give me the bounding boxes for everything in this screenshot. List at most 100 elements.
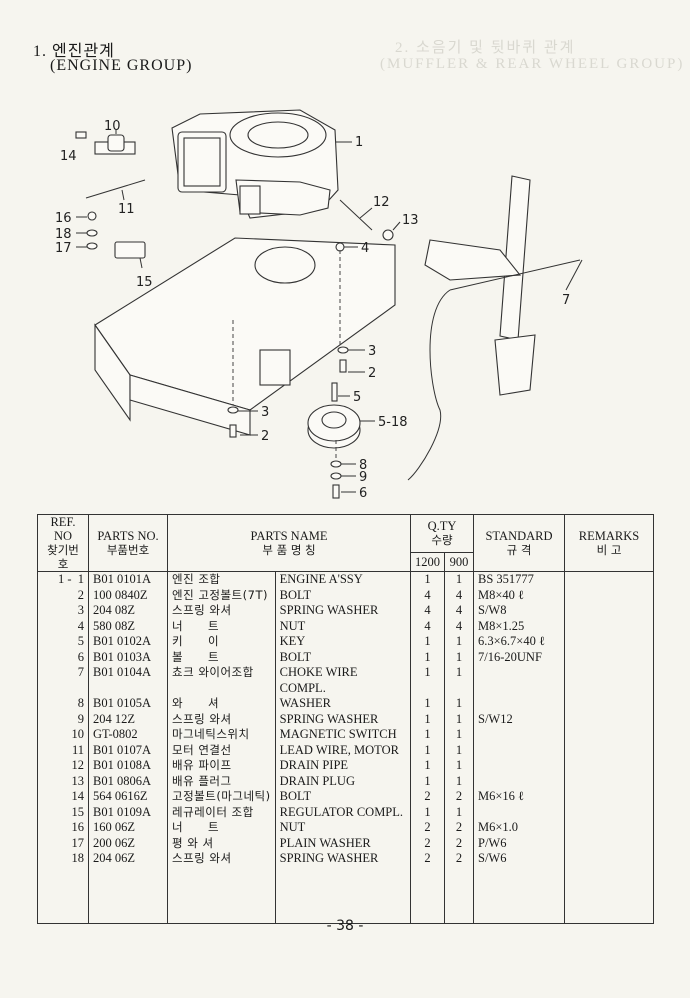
cell-qty-1200: 1 — [410, 742, 445, 758]
cell-remarks — [564, 758, 654, 774]
empty-cell — [274, 866, 412, 924]
table-empty-space — [37, 866, 654, 924]
cell-name-en: CHOKE WIRE COMPL. — [274, 665, 412, 696]
svg-text:18: 18 — [55, 227, 72, 242]
cell-name-kr: 키 이 — [167, 634, 276, 650]
cell-part-no: 160 06Z — [88, 820, 168, 836]
cell-ref: 5 — [37, 634, 89, 650]
cell-ref: 14 — [37, 789, 89, 805]
cell-qty-1200: 1 — [410, 711, 445, 727]
bleed-through-text: 2. 소음기 및 뒷바퀴 관계 — [395, 40, 576, 56]
cell-name-en: DRAIN PIPE — [274, 758, 412, 774]
frame-plate — [94, 237, 396, 436]
cell-ref: 12 — [37, 758, 89, 774]
cell-name-kr: 모터 연결선 — [167, 742, 276, 758]
svg-text:1: 1 — [355, 135, 363, 150]
cell-qty-900: 1 — [444, 711, 474, 727]
svg-text:16: 16 — [55, 211, 72, 226]
cell-name-kr: 너 트 — [167, 618, 276, 634]
cell-part-no: 204 06Z — [88, 851, 168, 867]
cell-standard: S/W6 — [473, 851, 565, 867]
cell-part-no: B01 0105A — [88, 696, 168, 712]
cell-standard — [473, 804, 565, 820]
cell-name-kr: 평 와 셔 — [167, 835, 276, 851]
cell-qty-1200: 1 — [410, 773, 445, 789]
cell-name-en: MAGNETIC SWITCH — [274, 727, 412, 743]
svg-text:3: 3 — [261, 405, 269, 420]
svg-text:2: 2 — [368, 366, 376, 381]
cell-qty-900: 1 — [444, 758, 474, 774]
cell-name-kr: 고정볼트(마그네틱) — [167, 789, 276, 805]
cell-qty-1200: 1 — [410, 727, 445, 743]
cell-qty-1200: 4 — [410, 587, 445, 603]
cell-standard: M6×16 ℓ — [473, 789, 565, 805]
cell-remarks — [564, 727, 654, 743]
cell-qty-900: 2 — [444, 851, 474, 867]
cell-ref: 10 — [37, 727, 89, 743]
cell-remarks — [564, 711, 654, 727]
section-title-korean: 1. 엔진관계 — [33, 43, 115, 60]
cell-qty-900: 1 — [444, 649, 474, 665]
cell-standard — [473, 742, 565, 758]
cell-part-no: 100 0840Z — [88, 587, 168, 603]
svg-text:6: 6 — [359, 486, 367, 501]
header-qty-1200: 1200 — [410, 551, 445, 573]
cell-qty-900: 2 — [444, 820, 474, 836]
cell-standard — [473, 696, 565, 712]
cell-part-no: B01 0103A — [88, 649, 168, 665]
empty-cell — [88, 866, 168, 924]
cell-name-en: SPRING WASHER — [274, 711, 412, 727]
cell-standard: 6.3×6.7×40 ℓ — [473, 634, 565, 650]
cell-part-no: B01 0109A — [88, 804, 168, 820]
cell-ref: 15 — [37, 804, 89, 820]
cell-name-en: NUT — [274, 820, 412, 836]
cell-name-kr: 볼 트 — [167, 649, 276, 665]
cell-qty-1200: 1 — [410, 634, 445, 650]
empty-cell — [444, 866, 474, 924]
cell-part-no: 564 0616Z — [88, 789, 168, 805]
svg-text:10: 10 — [104, 119, 121, 134]
cell-part-no: B01 0102A — [88, 634, 168, 650]
cell-remarks — [564, 571, 654, 588]
cell-name-en: BOLT — [274, 789, 412, 805]
cell-ref: 11 — [37, 742, 89, 758]
svg-text:5-18: 5-18 — [378, 415, 408, 430]
svg-text:2: 2 — [261, 429, 269, 444]
cell-qty-1200: 2 — [410, 851, 445, 867]
cell-ref: 13 — [37, 773, 89, 789]
cell-name-kr: 배유 파이프 — [167, 758, 276, 774]
cell-qty-900: 1 — [444, 571, 474, 588]
cell-remarks — [564, 820, 654, 836]
pulley — [307, 404, 361, 449]
cell-qty-900: 2 — [444, 835, 474, 851]
cell-qty-1200: 1 — [410, 696, 445, 712]
choke-control — [407, 175, 581, 481]
cell-part-no: B01 0104A — [88, 665, 168, 696]
cell-part-no: 204 08Z — [88, 603, 168, 619]
cell-name-kr: 쵸크 와이어조합 — [167, 665, 276, 696]
cell-ref: 17 — [37, 835, 89, 851]
cell-remarks — [564, 851, 654, 867]
cell-name-kr: 스프링 와셔 — [167, 711, 276, 727]
cell-name-kr: 레규레이터 조합 — [167, 804, 276, 820]
svg-text:5: 5 — [353, 390, 361, 405]
cell-remarks — [564, 587, 654, 603]
svg-text:8: 8 — [359, 458, 367, 473]
cell-qty-900: 2 — [444, 789, 474, 805]
cell-name-en: ENGINE A'SSY — [274, 571, 412, 588]
cell-name-kr: 와 셔 — [167, 696, 276, 712]
cell-qty-1200: 1 — [410, 804, 445, 820]
svg-text:3: 3 — [368, 344, 376, 359]
cell-part-no: 200 06Z — [88, 835, 168, 851]
cell-ref: 1 - 1 — [37, 571, 89, 588]
